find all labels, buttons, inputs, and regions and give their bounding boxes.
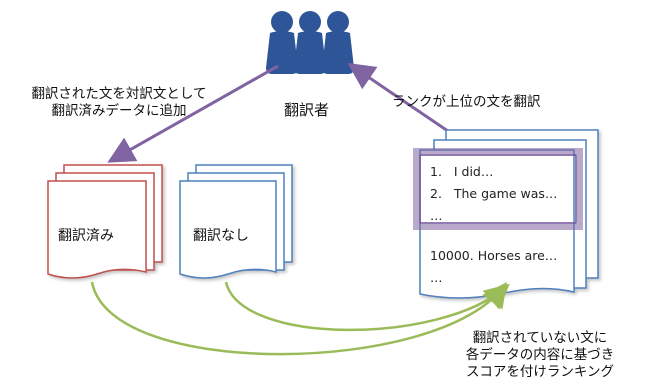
translated-doc-title: 翻訳済み [58, 228, 114, 244]
arrow-translated-to-ranking [90, 281, 507, 356]
document-stack-icon [47, 164, 163, 279]
note-add-translated-line1: 翻訳された文を対訳文として [31, 86, 207, 102]
document-stack-icon [179, 164, 293, 279]
note-add-translated-line2: 翻訳済みデータに追加 [51, 102, 187, 119]
ranked-list-item: … [430, 270, 443, 285]
ranked-list-item: … [430, 208, 443, 223]
arrow-untranslated-to-ranking [224, 281, 510, 332]
ranked-list-item: 2. The game was… [430, 186, 558, 201]
note-add-translated: 翻訳された文を対訳文として 翻訳済みデータに追加 [6, 86, 232, 120]
note-score-ranking: 翻訳されていない文に 各データの内容に基づき スコアを付けランキング [455, 330, 625, 381]
note-translate-top-ranked: ランクが上位の文を翻訳 [392, 94, 541, 110]
top-rank-highlight [413, 148, 583, 230]
untranslated-doc-title: 翻訳なし [193, 228, 249, 244]
ranked-list-item: 10000. Horses are… [430, 248, 558, 263]
ranked-list-item: 1. I did… [430, 164, 494, 179]
note-score-ranking-line1: 翻訳されていない文に [472, 330, 608, 346]
arrow-to-translated [107, 64, 279, 163]
translator-label: 翻訳者 [284, 101, 330, 119]
people-group-icon [266, 11, 354, 74]
note-score-ranking-line2: 各データの内容に基づき [465, 346, 615, 363]
note-score-ranking-line3: スコアを付けランキング [465, 363, 615, 380]
